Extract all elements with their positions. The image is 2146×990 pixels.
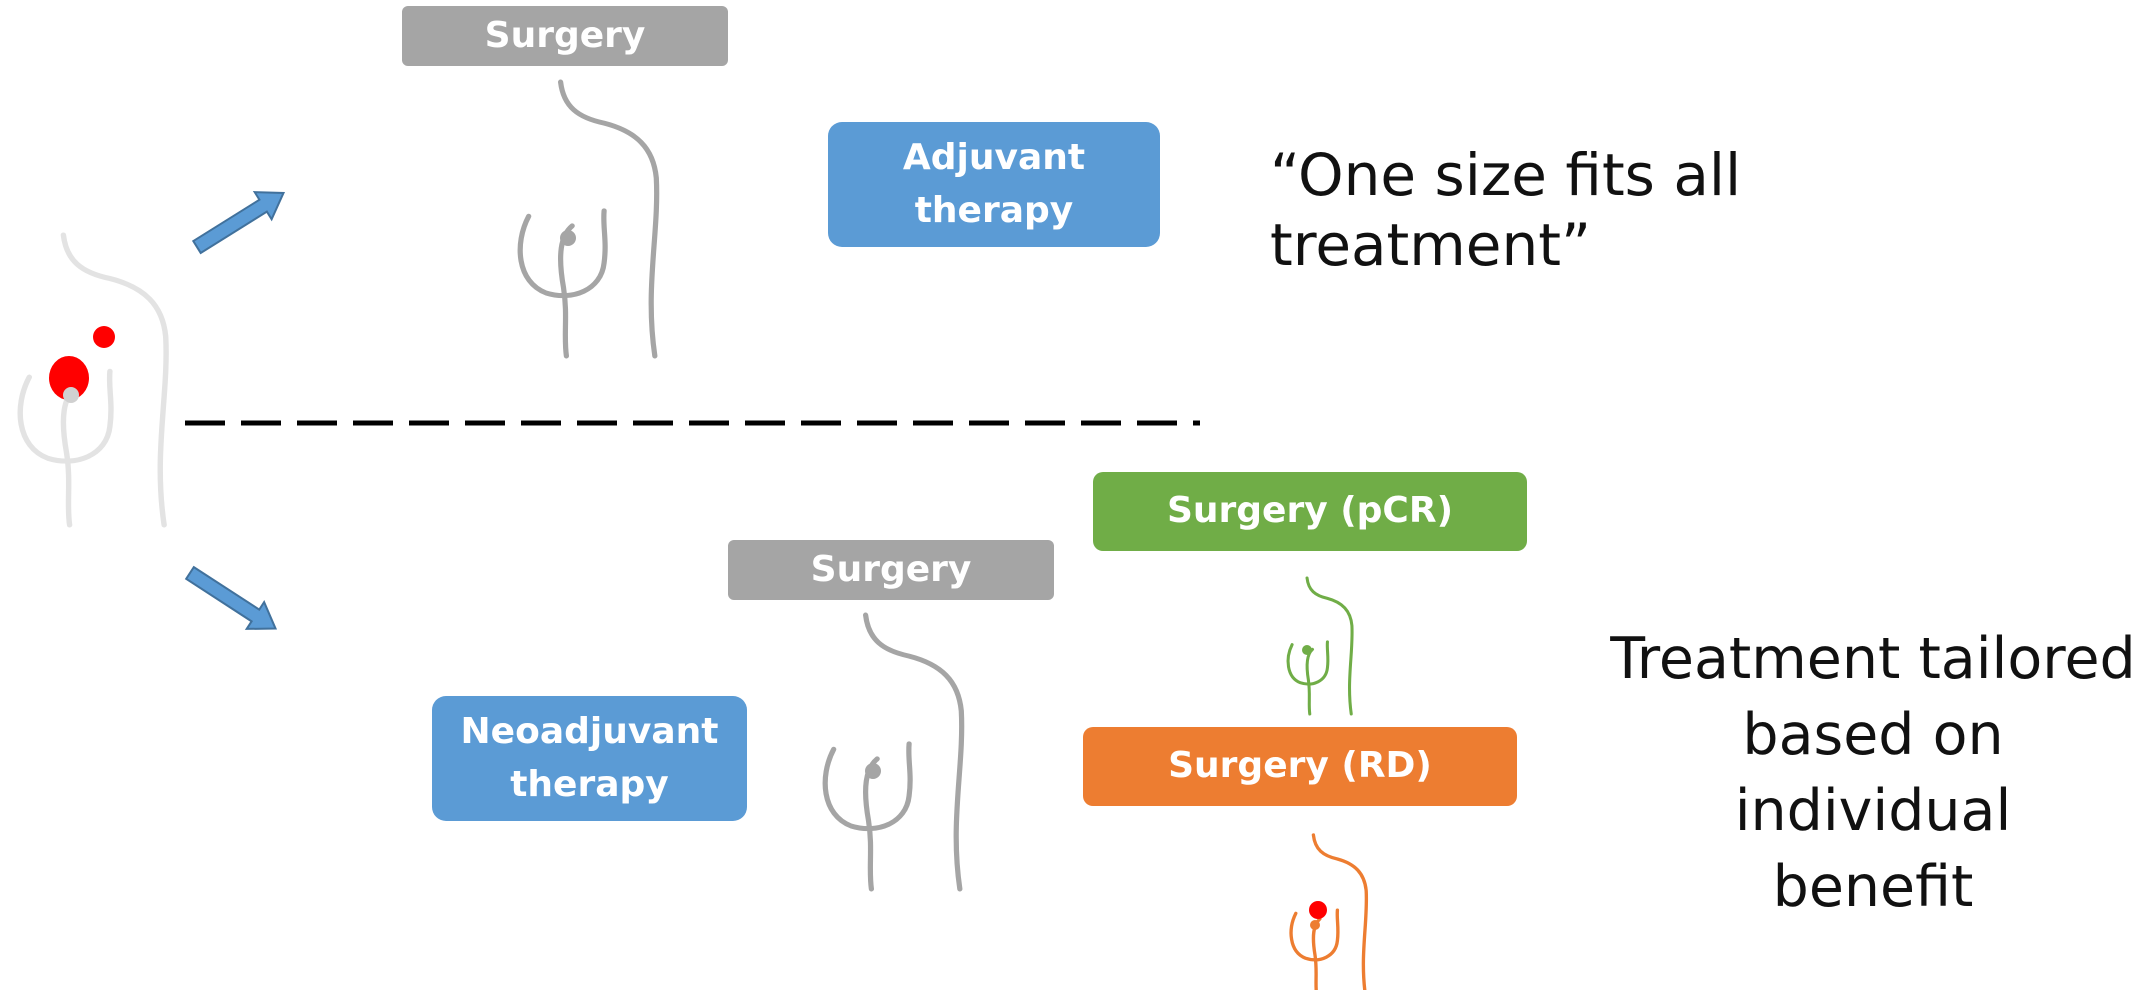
bottom-surgery-body-figure — [825, 615, 962, 889]
adjuvant-therapy-box: Adjuvant therapy — [828, 122, 1160, 247]
surgery-pcr-box: Surgery (pCR) — [1093, 472, 1527, 551]
top-surgery-body-figure — [520, 82, 657, 356]
top-caption: “One size fits all treatment” — [1270, 140, 2010, 280]
arrow-down-right-icon — [181, 560, 284, 642]
pcr-body-figure — [1288, 578, 1352, 714]
surgery-rd-label: Surgery (RD) — [1168, 740, 1432, 792]
bottom-surgery-label: Surgery — [811, 544, 972, 596]
neoadjuvant-therapy-box: Neoadjuvant therapy — [432, 696, 747, 821]
adjuvant-therapy-label: Adjuvant therapy — [903, 132, 1085, 236]
nipple-dot — [63, 387, 79, 403]
start-body-figure — [20, 235, 166, 525]
top-surgery-label: Surgery — [485, 10, 646, 62]
rd-tumor — [1309, 901, 1327, 919]
neoadjuvant-therapy-label: Neoadjuvant therapy — [461, 706, 719, 810]
arrow-up-right-icon — [189, 179, 292, 260]
bottom-surgery-box: Surgery — [728, 540, 1054, 600]
surgery-pcr-label: Surgery (pCR) — [1167, 485, 1453, 537]
tumor-small — [93, 326, 115, 348]
bottom-caption: Treatment tailored based on individual b… — [1600, 545, 2146, 925]
top-surgery-box: Surgery — [402, 6, 728, 66]
rd-body-figure — [1291, 835, 1366, 990]
surgery-rd-box: Surgery (RD) — [1083, 727, 1517, 806]
